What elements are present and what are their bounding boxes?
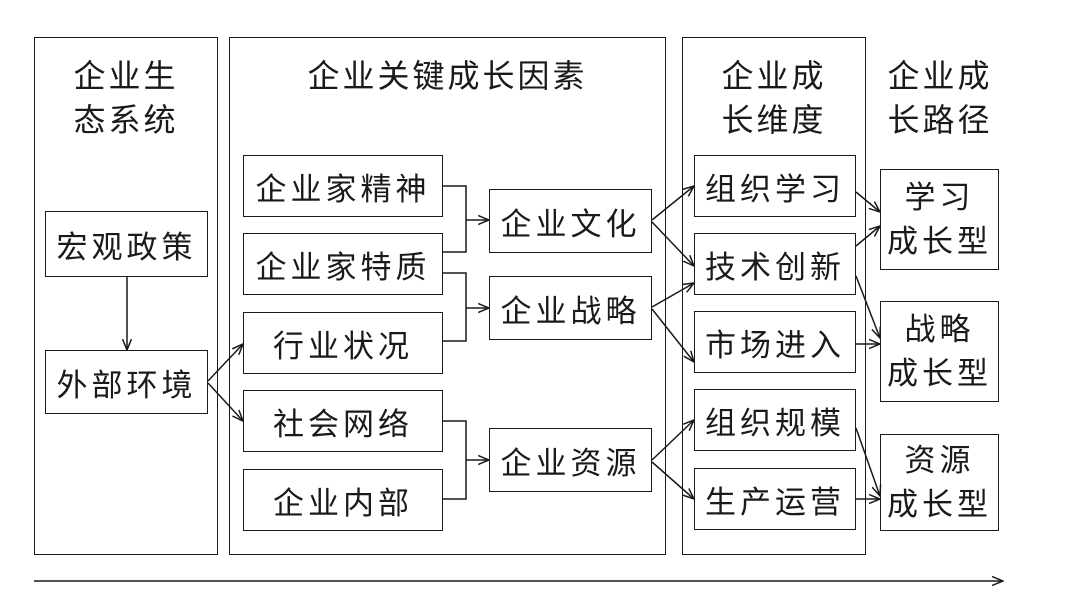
- external-environment-node: 外部环境: [45, 350, 208, 414]
- arrow-scale-to-resource-growth: [855, 427, 880, 496]
- arrow-innovation-to-learning-growth: [855, 226, 880, 247]
- learning-growth-line2: 成长型: [887, 223, 992, 260]
- ecosystem-header: 企业生态系统: [73, 57, 179, 139]
- resource-growth-line1: 资源: [904, 442, 975, 479]
- strategy-growth-node: 战略 成长型: [880, 301, 999, 402]
- enterprise-internal-node: 企业内部: [243, 469, 443, 531]
- arrow-culture-to-learning: [651, 186, 694, 221]
- arrow-resources-to-scale: [651, 420, 694, 461]
- arrow-environment-to-industry: [207, 344, 243, 382]
- entrepreneur-traits-node: 企业家特质: [243, 233, 443, 295]
- social-network-node: 社会网络: [243, 390, 443, 452]
- arrow-innovation-to-strategy-growth: [855, 275, 880, 338]
- strategy-growth-line1: 战略: [904, 311, 975, 348]
- bracket-to-strategy: [443, 272, 467, 342]
- arrow-strategy-to-market: [651, 308, 694, 362]
- resource-growth-node: 资源 成长型: [880, 434, 999, 531]
- enterprise-strategy-node: 企业战略: [489, 276, 652, 340]
- org-learning-node: 组织学习: [694, 155, 856, 217]
- ecosystem-panel: [34, 37, 218, 555]
- arrow-learning-to-learning-growth: [855, 191, 880, 212]
- arrow-environment-to-network: [207, 382, 243, 421]
- dimensions-header: 企业成长维度: [721, 57, 827, 139]
- learning-growth-line1: 学习: [904, 179, 975, 216]
- bracket-to-culture: [443, 185, 467, 253]
- bracket-to-resources: [443, 420, 467, 500]
- learning-growth-node: 学习 成长型: [880, 169, 999, 270]
- arrow-culture-to-innovation: [651, 221, 694, 266]
- enterprise-resources-node: 企业资源: [489, 428, 652, 492]
- industry-status-node: 行业状况: [243, 312, 443, 374]
- market-entry-node: 市场进入: [694, 311, 856, 373]
- macro-policy-node: 宏观政策: [45, 211, 208, 277]
- arrow-strategy-to-innovation: [651, 283, 694, 308]
- entrepreneurship-node: 企业家精神: [243, 155, 443, 217]
- factors-header: 企业关键成长因素: [307, 57, 588, 95]
- resource-growth-line2: 成长型: [887, 486, 992, 523]
- enterprise-culture-node: 企业文化: [489, 189, 652, 253]
- arrow-resources-to-production: [651, 461, 694, 499]
- org-scale-node: 组织规模: [694, 389, 856, 451]
- tech-innovation-node: 技术创新: [694, 233, 856, 295]
- paths-header: 企业成长路径: [887, 57, 993, 139]
- strategy-growth-line2: 成长型: [887, 355, 992, 392]
